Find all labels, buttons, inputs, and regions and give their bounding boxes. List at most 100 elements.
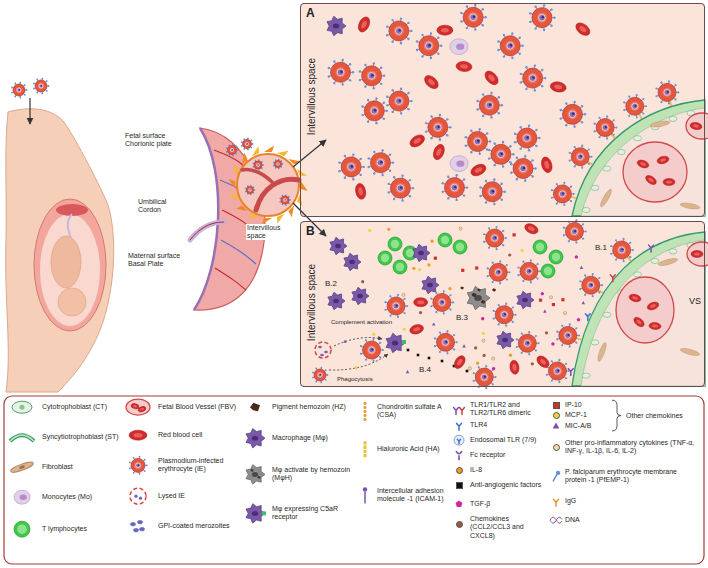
knob — [24, 84, 26, 86]
rbc-body — [663, 179, 675, 186]
macrophage-body — [330, 237, 347, 255]
knob — [519, 148, 521, 150]
pfemp-stalk — [553, 474, 557, 481]
rbc-body — [509, 360, 520, 375]
erythrocyte-body — [486, 229, 504, 247]
infected-erythrocyte — [514, 125, 541, 152]
macrophage-nucleus — [333, 24, 339, 29]
knob — [598, 117, 600, 119]
knob — [574, 165, 576, 167]
panel-ground — [300, 221, 705, 387]
cytokine-pentagon — [481, 317, 485, 320]
t-lymphocyte — [378, 251, 392, 265]
knob — [11, 87, 13, 89]
knob — [19, 82, 21, 84]
knob — [516, 156, 518, 158]
erythrocyte-center — [135, 462, 142, 469]
cytotrophoblast — [603, 166, 611, 171]
knob — [342, 83, 344, 85]
knob — [511, 32, 513, 34]
knob — [430, 305, 432, 307]
knob — [463, 194, 465, 196]
knob — [478, 366, 480, 368]
rbc-center — [474, 166, 483, 174]
csa-bead — [363, 414, 366, 417]
knob — [529, 21, 531, 23]
rbc-center — [652, 324, 658, 328]
legend-icon — [456, 501, 463, 508]
knob — [538, 342, 540, 344]
fibroblast — [680, 202, 701, 210]
c5a-receptor — [262, 511, 266, 515]
receptor — [568, 369, 573, 376]
infected-erythrocyte — [479, 178, 506, 205]
knob — [601, 284, 603, 286]
knob — [386, 104, 388, 106]
knob — [325, 369, 327, 371]
legend-art — [4, 396, 704, 564]
ha-segment — [364, 454, 367, 457]
knob — [463, 178, 465, 180]
pregnant-woman — [6, 78, 114, 392]
knob — [563, 204, 565, 206]
parasite — [377, 159, 384, 166]
knob — [407, 108, 409, 110]
red-blood-cell — [137, 405, 146, 412]
rbc-body — [452, 354, 467, 371]
knob — [488, 157, 490, 159]
flame — [264, 145, 274, 152]
knob — [615, 259, 617, 261]
region-label: Umbilical Cordon — [138, 198, 180, 214]
parasite-nucleus — [284, 199, 286, 201]
erythrocyte-body — [362, 66, 382, 86]
rbc-body — [456, 61, 473, 72]
syncytiotrophoblast-layer — [572, 232, 705, 386]
erythrocyte-center — [480, 373, 489, 382]
legend-text: Other pro-inflammatory cytokines (TNF-α,… — [565, 439, 699, 456]
ha-segment — [364, 441, 367, 444]
knob — [514, 133, 516, 135]
cytokine-dot — [402, 293, 405, 296]
knob — [615, 239, 617, 241]
legend-text: TGF-β — [470, 500, 544, 508]
rbc-body — [422, 73, 441, 91]
knob — [584, 113, 586, 115]
knob — [439, 351, 441, 353]
knob — [312, 377, 314, 379]
red-blood-cell — [431, 143, 446, 162]
parasite-nucleus — [567, 334, 569, 336]
monocyte — [14, 490, 30, 504]
parasite — [489, 188, 496, 195]
cytokine-dot — [476, 362, 479, 365]
knob — [590, 156, 592, 158]
parasite-nucleus — [562, 192, 564, 194]
infected-erythrocyte — [338, 153, 365, 180]
knob — [493, 178, 495, 180]
erythrocyte-body — [596, 119, 614, 137]
erythrocyte-body — [548, 362, 566, 380]
legend-icon — [554, 499, 559, 506]
cytokine-square — [466, 370, 469, 373]
merozoite — [130, 522, 135, 526]
parasite-nucleus — [398, 29, 400, 31]
knob — [598, 136, 600, 138]
cytokine-dot — [563, 311, 566, 314]
knob — [133, 472, 135, 474]
cytokine-dot — [361, 280, 364, 283]
parasite — [397, 185, 404, 192]
region-label: Maternal surface Basal Plate — [128, 252, 190, 268]
legend-frame — [4, 396, 704, 564]
knob — [359, 79, 361, 81]
erythrocyte-center — [528, 73, 538, 83]
rbc-center — [554, 84, 563, 90]
legend-icon — [363, 402, 366, 421]
infected-erythrocyte — [594, 115, 618, 139]
rbc-body — [628, 293, 641, 303]
knob — [537, 263, 539, 265]
parasite-nucleus — [590, 284, 592, 286]
infected-erythrocyte — [360, 338, 384, 362]
legend-text: Endosomal TLR (7/9) — [470, 436, 544, 444]
knob — [503, 55, 505, 57]
erythrocyte-center — [394, 26, 404, 36]
knob — [386, 110, 388, 112]
